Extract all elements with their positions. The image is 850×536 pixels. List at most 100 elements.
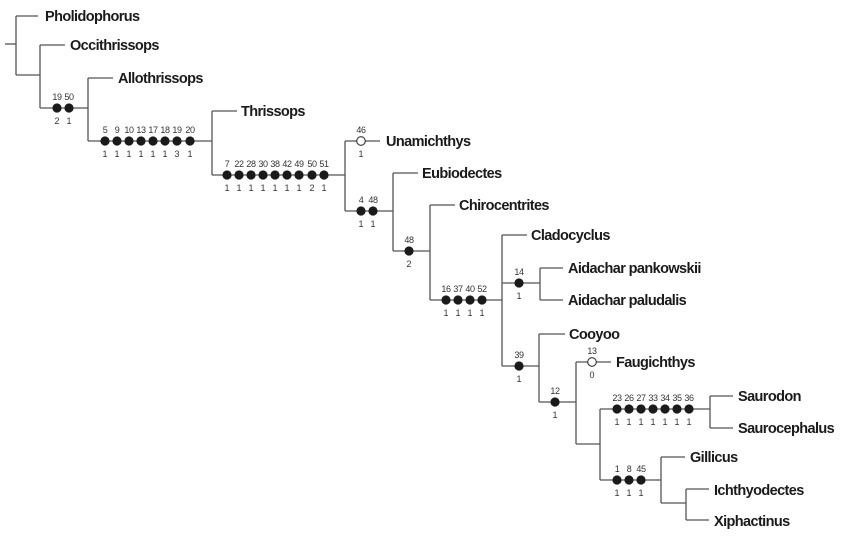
taxon-label-occithrissops: Occithrissops (70, 38, 159, 54)
character-number: 30 (258, 159, 268, 169)
character-number: 28 (246, 159, 256, 169)
synapomorphy-marker (282, 170, 292, 180)
character-state: 3 (174, 149, 179, 159)
character-state: 1 (614, 488, 619, 498)
synapomorphy-marker (246, 170, 256, 180)
synapomorphy-marker (550, 397, 560, 407)
character-state: 1 (248, 183, 253, 193)
synapomorphy-marker (294, 170, 304, 180)
character-state: 1 (686, 417, 691, 427)
character-state: 0 (589, 370, 594, 380)
synapomorphy-marker (258, 170, 268, 180)
character-state: 1 (443, 308, 448, 318)
synapomorphy-marker (624, 475, 634, 485)
character-state: 1 (272, 183, 277, 193)
character-number: 19 (172, 125, 182, 135)
character-number: 22 (234, 159, 244, 169)
character-state: 1 (674, 417, 679, 427)
character-group-unamichthys: 46 1 (356, 125, 366, 159)
character-number: 27 (636, 393, 646, 403)
synapomorphy-marker (648, 404, 658, 414)
character-state: 1 (138, 149, 143, 159)
taxon-label-aidachar-paludalis: Aidachar paludalis (568, 293, 687, 309)
character-number: 13 (587, 346, 597, 356)
synapomorphy-marker (185, 136, 195, 146)
character-number: 35 (672, 393, 682, 403)
homoplasy-marker (587, 357, 597, 367)
synapomorphy-marker (477, 295, 487, 305)
character-number: 17 (148, 125, 158, 135)
homoplasy-marker (356, 136, 366, 146)
synapomorphy-marker (307, 170, 317, 180)
character-state: 1 (126, 149, 131, 159)
taxon-label-eubiodectes: Eubiodectes (422, 166, 502, 182)
character-group-faugichthys: 13 0 (587, 346, 597, 380)
synapomorphy-marker (514, 278, 524, 288)
character-number: 26 (624, 393, 634, 403)
synapomorphy-marker (234, 170, 244, 180)
character-state: 1 (638, 417, 643, 427)
character-number: 18 (160, 125, 170, 135)
character-number: 16 (441, 284, 451, 294)
character-number: 10 (124, 125, 134, 135)
synapomorphy-marker (160, 136, 170, 146)
character-state: 1 (662, 417, 667, 427)
character-number: 1 (615, 464, 620, 474)
character-number: 20 (185, 125, 195, 135)
synapomorphy-marker (636, 404, 646, 414)
character-number: 51 (319, 159, 329, 169)
character-state: 1 (516, 291, 521, 301)
character-number: 36 (684, 393, 694, 403)
taxon-label-faugichthys: Faugichthys (616, 355, 695, 371)
synapomorphy-marker (441, 295, 451, 305)
character-state: 1 (614, 417, 619, 427)
taxon-label-chirocentrites: Chirocentrites (459, 198, 549, 214)
character-state: 1 (66, 116, 71, 126)
character-state: 1 (284, 183, 289, 193)
taxon-label-cooyoo: Cooyoo (569, 327, 620, 343)
synapomorphy-marker (148, 136, 158, 146)
synapomorphy-marker (660, 404, 670, 414)
character-state: 1 (358, 149, 363, 159)
character-state: 1 (626, 417, 631, 427)
synapomorphy-marker (222, 170, 232, 180)
synapomorphy-marker (404, 246, 414, 256)
character-number: 40 (465, 284, 475, 294)
taxon-label-pholidophorus: Pholidophorus (45, 9, 140, 25)
character-number: 12 (550, 386, 560, 396)
taxon-label-xiphactinus: Xiphactinus (714, 514, 790, 530)
character-state: 1 (650, 417, 655, 427)
character-number: 46 (356, 125, 366, 135)
synapomorphy-marker (270, 170, 280, 180)
character-number: 39 (514, 350, 524, 360)
character-state: 1 (626, 488, 631, 498)
character-number: 38 (270, 159, 280, 169)
character-number: 8 (627, 464, 632, 474)
character-group-clade-after-cooyoo: 121 (550, 386, 560, 420)
synapomorphy-marker (124, 136, 134, 146)
character-state: 1 (102, 149, 107, 159)
character-number: 50 (307, 159, 317, 169)
character-number: 19 (52, 92, 62, 102)
character-state: 1 (260, 183, 265, 193)
taxon-label-unamichthys: Unamichthys (386, 134, 471, 150)
synapomorphy-marker (672, 404, 682, 414)
synapomorphy-marker (100, 136, 110, 146)
synapomorphy-marker (319, 170, 329, 180)
character-state: 1 (236, 183, 241, 193)
taxon-label-cladocyclus: Cladocyclus (531, 228, 610, 244)
synapomorphy-marker (172, 136, 182, 146)
character-state: 1 (150, 149, 155, 159)
synapomorphy-marker (368, 206, 378, 216)
character-state: 2 (309, 183, 314, 193)
character-state: 1 (516, 374, 521, 384)
character-state: 1 (114, 149, 119, 159)
character-state: 1 (162, 149, 167, 159)
